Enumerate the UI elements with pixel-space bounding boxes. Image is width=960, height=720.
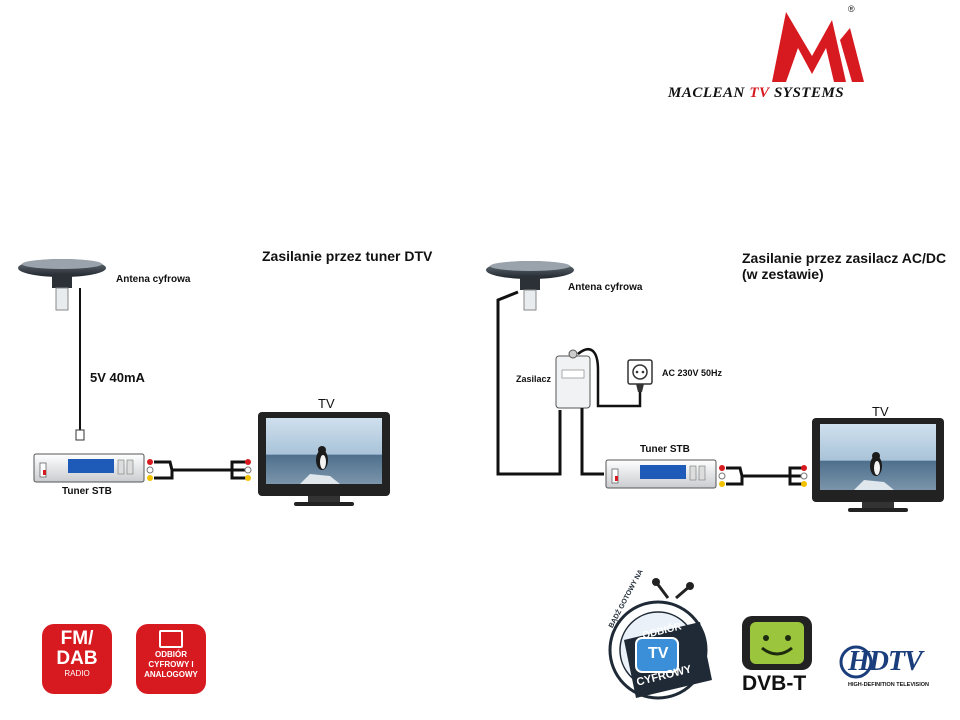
left-tuner-stb <box>33 453 145 483</box>
right-antenna-label: Antena cyfrowa <box>568 282 643 293</box>
brand-word-systems: SYSTEMS <box>773 85 845 101</box>
right-tuner-label: Tuner STB <box>640 444 690 455</box>
fm-badge-line1: FM/ <box>60 628 94 649</box>
left-rca-out <box>146 459 154 481</box>
wall-socket <box>627 359 653 392</box>
hdtv-sub-label: HIGH-DEFINITION TELEVISION <box>848 682 929 688</box>
maclean-logo-mark <box>772 12 864 82</box>
odbior-badge-line2: CYFROWY I <box>148 660 194 669</box>
right-coax-psu-to-tuner <box>580 408 604 476</box>
power-supply-unit <box>555 349 591 409</box>
right-coax-antenna-to-psu <box>496 290 562 476</box>
fm-badge-line2: DAB <box>56 648 98 669</box>
right-setup-title-line1: Zasilanie przez zasilacz AC/DC <box>742 250 947 266</box>
right-rca-in <box>800 465 808 487</box>
left-tv-label: TV <box>318 396 335 411</box>
registered-mark: ® <box>848 4 855 14</box>
psu-power-cord <box>577 348 642 408</box>
right-setup-title-line2: (w zestawie) <box>742 266 824 282</box>
left-rca-in <box>244 459 252 481</box>
left-setup-title: Zasilanie przez tuner DTV <box>262 248 433 264</box>
ready-digital-tv-badge <box>608 578 712 700</box>
dvbt-badge <box>742 616 812 670</box>
right-tuner-stb <box>605 459 717 489</box>
brand-wordmark: MACLEAN TV SYSTEMS <box>668 84 958 102</box>
ready-badge-tv-text: TV <box>648 645 669 662</box>
right-tv-set <box>812 418 944 512</box>
odbior-badge-line3: ANALOGOWY <box>144 670 198 679</box>
analog-digital-reception-badge: ODBIÓR CYFROWY I ANALOGOWY <box>136 624 206 694</box>
brand-word-maclean: MACLEAN <box>668 85 745 101</box>
left-antenna <box>18 259 106 311</box>
hdtv-logo-mark <box>839 645 873 679</box>
right-rca-out <box>718 465 726 487</box>
dvbt-label: DVB-T <box>742 672 807 695</box>
left-antenna-label: Antena cyfrowa <box>116 274 191 285</box>
mains-label: AC 230V 50Hz <box>662 368 723 378</box>
psu-label: Zasilacz <box>516 374 552 384</box>
fm-dab-radio-badge: FM/ DAB RADIO <box>42 624 112 694</box>
odbior-badge-line1: ODBIÓR <box>155 650 187 659</box>
brand-word-tv: TV <box>749 85 770 101</box>
left-tuner-label: Tuner STB <box>62 486 112 497</box>
right-antenna <box>486 261 574 311</box>
left-tv-set <box>258 412 390 506</box>
left-power-label: 5V 40mA <box>90 370 145 385</box>
tv-outline-icon <box>159 630 183 648</box>
hdtv-label: HDTV <box>848 646 923 677</box>
fm-badge-line3: RADIO <box>64 669 90 678</box>
right-tv-label: TV <box>872 404 889 419</box>
